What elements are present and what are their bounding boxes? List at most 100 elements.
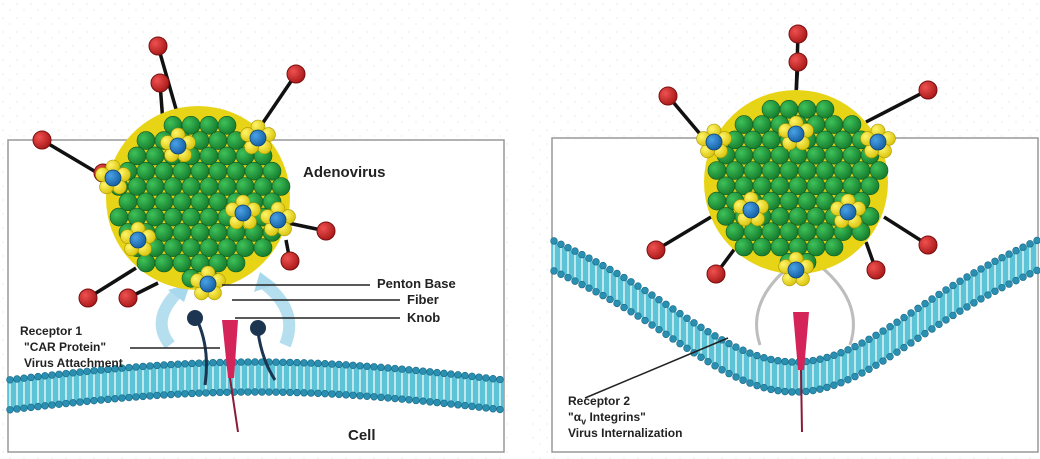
lipid-head: [196, 360, 203, 367]
hexon-capsomere: [708, 162, 726, 180]
hexon-capsomere: [254, 239, 272, 257]
hexon-capsomere: [182, 116, 200, 134]
lipid-head: [1034, 267, 1040, 274]
lipid-head: [476, 374, 483, 381]
lipid-head: [140, 363, 147, 370]
lipid-head: [572, 248, 579, 255]
hexon-capsomere: [825, 238, 843, 256]
car-receptor-head-2: [250, 320, 266, 336]
hexon-capsomere: [834, 131, 852, 149]
lipid-head: [378, 364, 385, 371]
hexon-capsomere: [227, 162, 245, 180]
attachment-panel: Adenovirus Penton Base Fiber Knob Recept…: [0, 0, 510, 459]
lipid-head: [670, 336, 677, 343]
lipid-head: [140, 393, 147, 400]
lipid-head: [957, 278, 964, 285]
hexon-capsomere: [245, 162, 263, 180]
lipid-head: [607, 266, 614, 273]
lipid-head: [378, 394, 385, 401]
hexon-capsomere: [744, 131, 762, 149]
lipid-head: [357, 362, 364, 369]
lipid-head: [677, 310, 684, 317]
lipid-head: [894, 349, 901, 356]
lipid-head: [922, 330, 929, 337]
lipid-head: [392, 395, 399, 402]
lipid-head: [726, 340, 733, 347]
lipid-head: [84, 398, 91, 405]
lipid-head: [56, 401, 63, 408]
lipid-head: [161, 392, 168, 399]
fiber-knob: [79, 289, 97, 307]
lipid-head: [936, 321, 943, 328]
lipid-head: [364, 363, 371, 370]
lipid-head: [434, 369, 441, 376]
lipid-head: [670, 306, 677, 313]
fiber-knob: [647, 241, 665, 259]
hexon-capsomere: [191, 162, 209, 180]
lipid-head: [684, 315, 691, 322]
lipid-head: [322, 390, 329, 397]
lipid-head: [49, 402, 56, 409]
hexon-capsomere: [825, 146, 843, 164]
lipid-head: [880, 358, 887, 365]
lipid-head: [831, 352, 838, 359]
hexon-capsomere: [173, 223, 191, 241]
lipid-head: [621, 274, 628, 281]
hexon-capsomere: [744, 162, 762, 180]
lipid-head: [35, 403, 42, 410]
hexon-capsomere: [780, 100, 798, 118]
lipid-head: [63, 400, 70, 407]
lipid-head: [406, 366, 413, 373]
penton-base: [743, 202, 759, 218]
hexon-capsomere: [191, 193, 209, 211]
lipid-head: [649, 322, 656, 329]
lipid-head: [593, 258, 600, 265]
lipid-head: [873, 332, 880, 339]
lipid-head: [586, 285, 593, 292]
hexon-capsomere: [861, 177, 879, 195]
hexon-capsomere: [200, 178, 218, 196]
lipid-head: [726, 370, 733, 377]
lipid-head: [635, 313, 642, 320]
fiber-knob: [919, 236, 937, 254]
hexon-capsomere: [780, 162, 798, 180]
lipid-head: [112, 395, 119, 402]
lipid-head: [497, 406, 504, 413]
lipid-head: [663, 331, 670, 338]
fiber-knob: [919, 81, 937, 99]
hexon-capsomere: [227, 254, 245, 272]
lipid-head: [196, 390, 203, 397]
lipid-head: [259, 389, 266, 396]
hexon-capsomere: [191, 223, 209, 241]
fiber-knob: [33, 131, 51, 149]
hexon-capsomere: [735, 146, 753, 164]
lipid-head: [448, 401, 455, 408]
lipid-head: [789, 389, 796, 396]
lipid-head: [441, 370, 448, 377]
lipid-head: [740, 377, 747, 384]
lipid-head: [182, 360, 189, 367]
lipid-head: [21, 405, 28, 412]
lipid-head: [558, 241, 565, 248]
lipid-head: [810, 357, 817, 364]
lipid-head: [301, 389, 308, 396]
internalization-diagram: [530, 0, 1040, 459]
lipid-head: [747, 380, 754, 387]
lipid-head: [266, 389, 273, 396]
lipid-head: [929, 296, 936, 303]
hexon-capsomere: [852, 162, 870, 180]
lipid-head: [593, 288, 600, 295]
hexon-capsomere: [762, 162, 780, 180]
lipid-head: [908, 340, 915, 347]
lipid-head: [49, 372, 56, 379]
hexon-capsomere: [119, 193, 137, 211]
lipid-head: [908, 310, 915, 317]
fiber-knob: [789, 53, 807, 71]
fiber-knob: [149, 37, 167, 55]
lipid-head: [280, 359, 287, 366]
lipid-head: [392, 365, 399, 372]
lipid-head: [558, 271, 565, 278]
penton-base: [250, 130, 266, 146]
lipid-head: [175, 391, 182, 398]
hexon-capsomere: [137, 254, 155, 272]
